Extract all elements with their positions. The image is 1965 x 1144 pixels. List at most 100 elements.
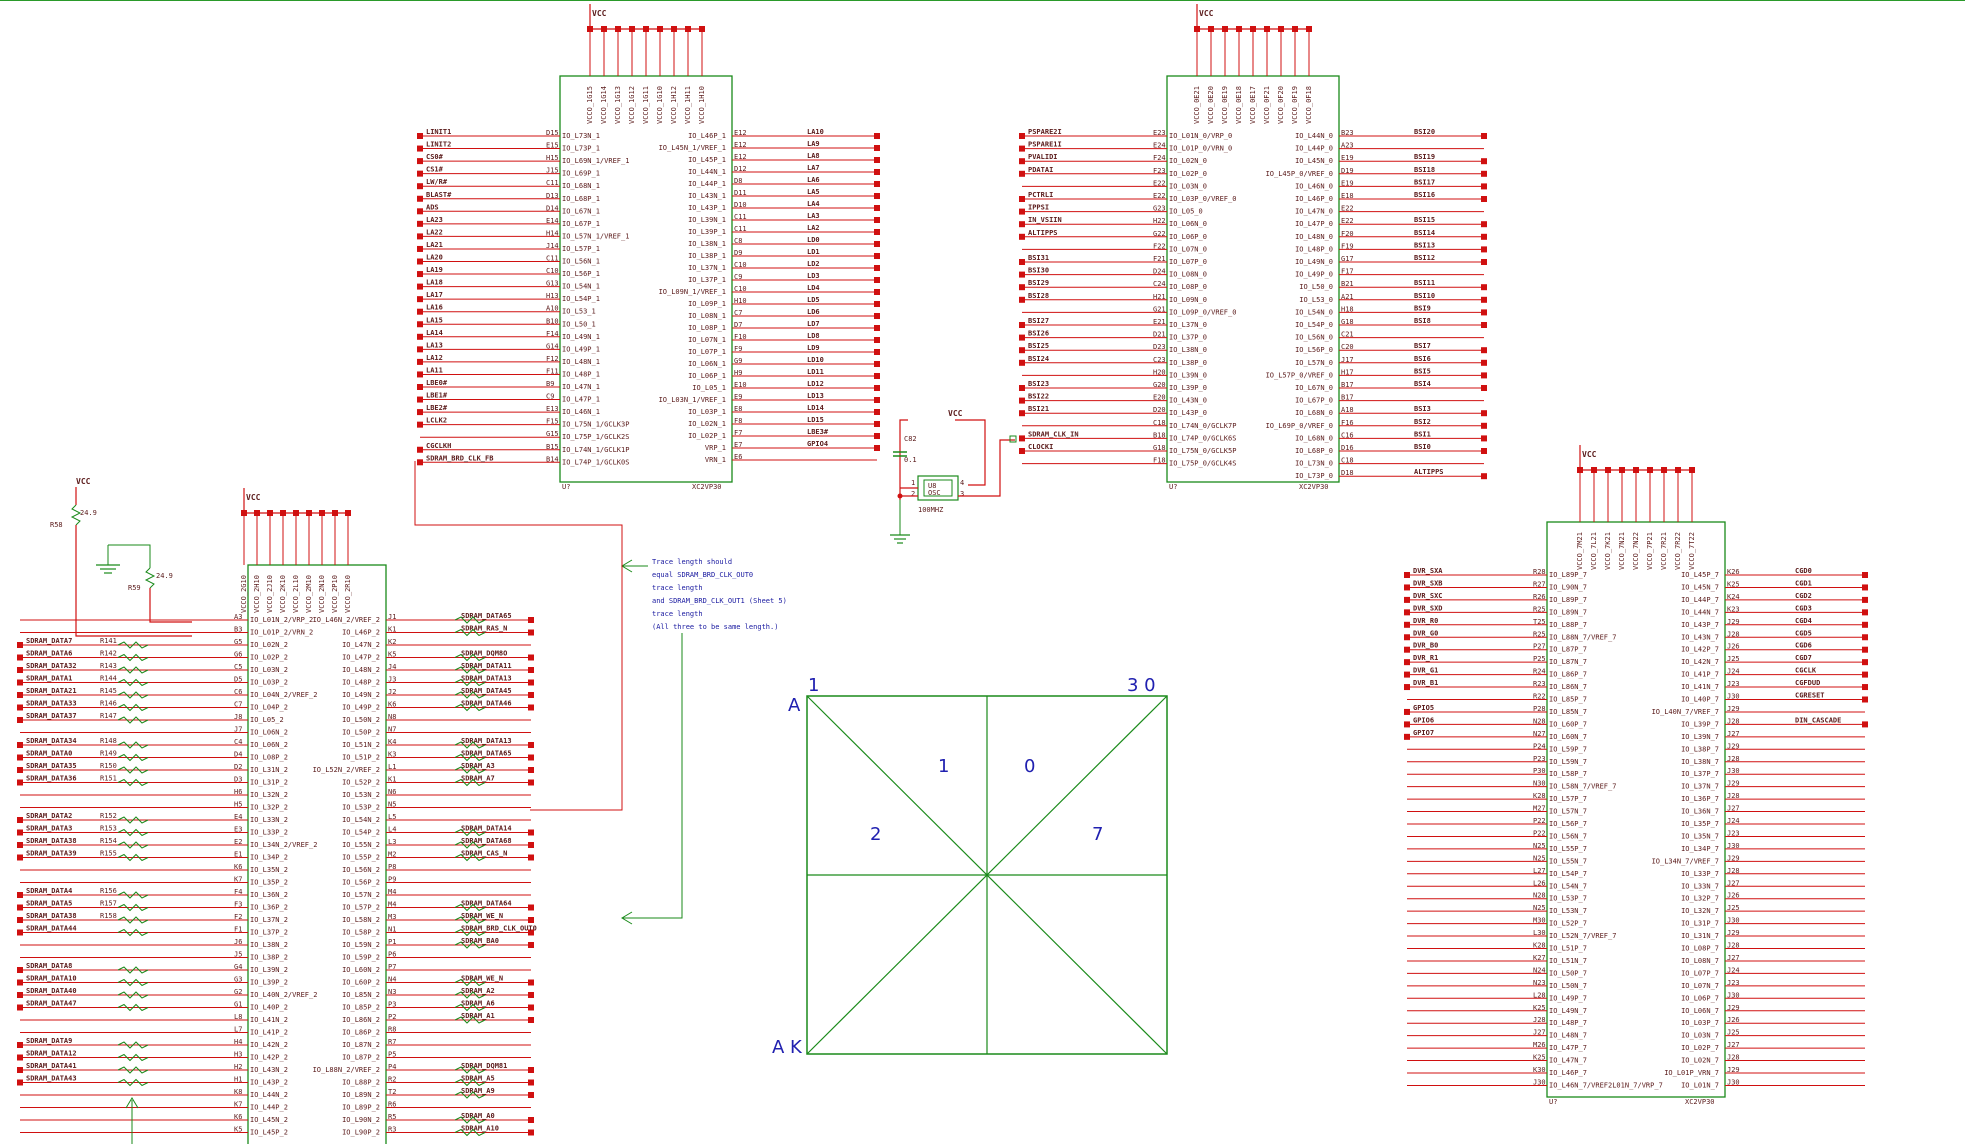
- vcco-pin-label: VCCO_1G15: [586, 86, 594, 124]
- series-resistor: [117, 928, 149, 937]
- pin-number: J27: [1727, 879, 1740, 887]
- pin-number: J28: [1533, 1016, 1546, 1024]
- series-resistor: [454, 1066, 486, 1074]
- pin-number: F22: [1153, 242, 1166, 250]
- u1-ref: U?: [562, 483, 570, 491]
- pin-name: IO_L39N_7: [1681, 733, 1719, 741]
- series-resistor: [454, 853, 486, 862]
- pin-number: D21: [1153, 331, 1166, 339]
- net-label: BSI9: [1414, 304, 1431, 312]
- r58-ref: R58: [50, 521, 63, 529]
- pin-name: IO_L40N_2/VREF_2: [250, 991, 317, 999]
- pin-number: D18: [1341, 469, 1354, 477]
- pin-name: IO_L45N_0: [1295, 157, 1333, 165]
- pin-name: VRP_1: [705, 444, 726, 452]
- pin-number: R3: [388, 1126, 396, 1134]
- pin-number: A10: [546, 305, 559, 313]
- pin-name: IO_L02N_7: [1681, 1057, 1719, 1065]
- pin-number: M30: [1533, 917, 1546, 925]
- pin-name: IO_L88N_2/VREF_2: [313, 1066, 380, 1074]
- pin-name: IO_L05_1: [692, 384, 726, 392]
- net-label: SDRAM_DATA0: [26, 750, 72, 758]
- pin-number: J30: [1727, 693, 1740, 701]
- pin-number: E4: [234, 813, 242, 821]
- pin-name: IO_L43N_7: [1681, 633, 1719, 641]
- pin-name: IO_L57N_2: [342, 891, 380, 899]
- pin-number: H13: [546, 292, 559, 300]
- pin-name: IO_L74P_0/GCLK6S: [1169, 434, 1236, 442]
- pin-number: J24: [1727, 668, 1740, 676]
- pin-number: E19: [1341, 179, 1354, 187]
- pin-name: IO_L68N_0: [1295, 409, 1333, 417]
- pin-number: H4: [234, 1038, 242, 1046]
- pin-name: IO_L68N_1: [562, 182, 600, 190]
- net-label: BSI8: [1414, 317, 1431, 325]
- pin-name: IO_L35N_7: [1681, 832, 1719, 840]
- pin-name: IO_L47P_0: [1295, 220, 1333, 228]
- net-label: LBE1#: [426, 392, 448, 400]
- net-label: BSI25: [1028, 342, 1049, 350]
- pin-name: IO_L47P_1: [562, 396, 600, 404]
- net-label: LA19: [426, 266, 443, 274]
- pin-name: IO_L53P_7: [1549, 895, 1587, 903]
- net-label: CGD7: [1795, 654, 1812, 662]
- pin-number: E20: [1153, 394, 1166, 402]
- pin-name: IO_L02P_0: [1169, 170, 1207, 178]
- pin-number: H22: [1153, 217, 1166, 225]
- u2-ref: U?: [1169, 483, 1177, 491]
- series-resistor: [117, 778, 149, 787]
- pin-number: C8: [734, 237, 742, 245]
- pin-number: F10: [734, 333, 747, 341]
- vcco-pin-label: VCCO_7K21: [1604, 532, 1612, 570]
- series-resistor: [117, 1078, 149, 1087]
- pin-number: G17: [1341, 255, 1354, 263]
- pin-name: IO_L89P_2: [342, 1104, 380, 1112]
- vcco-pin-label: VCCO_7T22: [1688, 532, 1696, 570]
- pin-name: IO_L55P_2: [342, 854, 380, 862]
- net-label: SDRAM_DATA32: [26, 662, 77, 670]
- pin-number: F24: [1153, 154, 1166, 162]
- pin-number: H21: [1153, 293, 1166, 301]
- pin-number: P23: [1533, 755, 1546, 763]
- pin-number: A23: [1341, 142, 1354, 150]
- net-label: BLAST#: [426, 191, 452, 199]
- pin-name: IO_L89N_7: [1549, 608, 1587, 616]
- net-label: LD15: [807, 416, 824, 424]
- pin-number: C7: [234, 701, 242, 709]
- pin-name: IO_L56N_0: [1295, 334, 1333, 342]
- resistor-ref: R141: [100, 637, 117, 645]
- pin-number: K3: [388, 751, 396, 759]
- net-label: SDRAM_DATA68: [461, 837, 512, 845]
- pin-number: P9: [388, 876, 396, 884]
- resistor-ref: R153: [100, 825, 117, 833]
- pin-number: M26: [1533, 1041, 1546, 1049]
- pin-number: R25: [1533, 630, 1546, 638]
- pin-name: IO_L85P_2: [342, 1004, 380, 1012]
- pin-number: L7: [234, 1026, 242, 1034]
- vcco-pin-label: VCCO_1G12: [628, 86, 636, 124]
- pin-number: C21: [1341, 331, 1354, 339]
- pin-name: IO_L39N_2: [250, 966, 288, 974]
- series-resistor: [117, 841, 149, 849]
- pin-name: IO_L50N_2: [342, 716, 380, 724]
- pin-name: IO_L49P_1: [562, 345, 600, 353]
- pin-number: J28: [1727, 755, 1740, 763]
- net-label: CGD0: [1795, 567, 1812, 575]
- pin-number: D15: [546, 129, 559, 137]
- pin-name: IO_L59N_2: [342, 941, 380, 949]
- pin-number: A3: [234, 613, 242, 621]
- series-resistor: [454, 778, 486, 787]
- net-label: BSI14: [1414, 229, 1435, 237]
- pin-name: IO_L75P_0/GCLK4S: [1169, 460, 1236, 468]
- legend-octant-7: 7: [1092, 824, 1103, 845]
- pin-name: IO_L51P_7: [1549, 945, 1587, 953]
- net-label: DVR_G1: [1413, 667, 1438, 675]
- resistor-ref: R151: [100, 775, 117, 783]
- pin-name: IO_L48P_2: [342, 679, 380, 687]
- net-label: CGRESET: [1795, 692, 1825, 700]
- pin-number: K1: [388, 776, 396, 784]
- termination-resistors: VCC 24.9 R58 24.9 R59: [50, 477, 192, 637]
- vcco-pin-label: VCCO_1H10: [698, 86, 706, 124]
- resistor-ref: R158: [100, 912, 117, 920]
- pin-name: IO_L01P_2/VRN_2: [250, 629, 313, 637]
